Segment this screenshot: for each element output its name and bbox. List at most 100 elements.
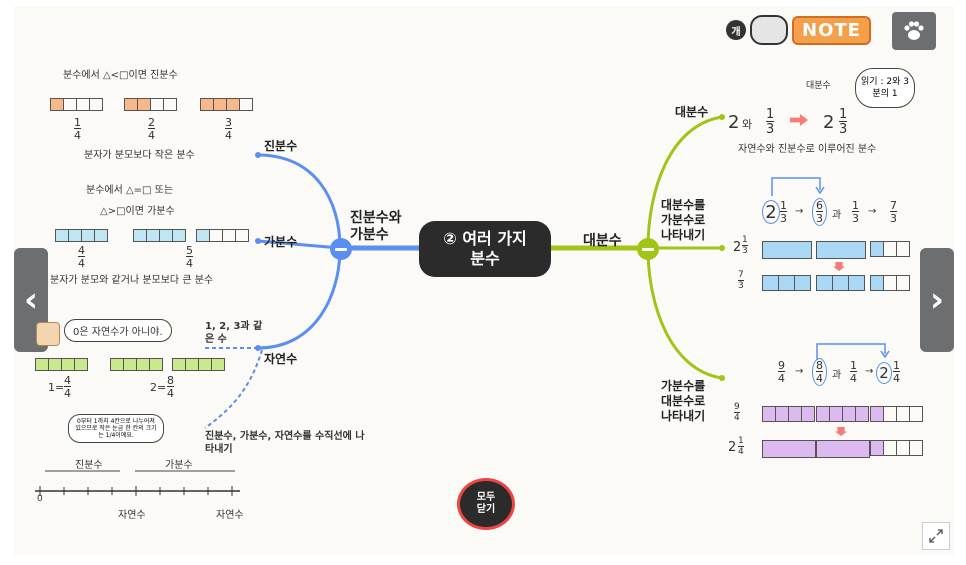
center-node[interactable]: ② 여러 가지 분수 [419,221,551,277]
to-mixed-and: 과 [832,366,841,381]
to-mixed-row2-whole: 2 [728,440,736,455]
to-mixed-arrow2: → [865,366,873,377]
center-line1: ② 여러 가지 [443,229,527,249]
numberline-title: 진분수, 가분수, 자연수를 수직선에 나타내기 [205,430,365,456]
improper-fraction-label[interactable]: 가분수 [264,233,297,250]
to-mixed-row2-bar-3 [870,440,922,456]
collapse-left-button[interactable] [330,238,352,260]
to-mixed-row2-bar-2 [816,440,870,458]
improper-bar-1 [55,229,107,242]
next-page-button[interactable]: › [920,248,954,352]
mixed-small-label: 대분수 [806,78,831,91]
improper-bar-2b [196,229,248,242]
mixed-bubble: 읽기 : 2와 3분의 1 [855,68,915,108]
to-improper-row2-bar-3 [870,275,909,291]
expand-icon [928,528,944,544]
paw-icon [902,20,926,42]
branch-left-label[interactable]: 진분수와 가분수 [350,210,402,244]
natural-examples: 1, 2, 3과 같은 수 [205,320,265,346]
to-improper-label[interactable]: 대분수를 가분수로 나타내기 [661,198,719,243]
numberline-bubble: 0부터 1까지 4칸으로 나누어져 있으므로 작은 눈금 한 칸의 크기는 1/… [68,414,164,443]
logo-badge: 개 [726,20,746,40]
to-improper-bracket [770,174,830,198]
close-all-line1: 모두 [477,492,495,504]
to-improper-and: 과 [832,206,841,221]
mixed-expr-whole: 2 [728,112,739,133]
improper-rule-2: △>□이면 가분수 [100,202,175,217]
to-improper-whole: 2 [762,200,780,224]
proper-desc: 분자가 분모보다 작은 분수 [84,146,195,161]
app-logo: 개 NOTE [726,15,871,45]
proper-bar-1 [50,98,102,111]
improper-rule-1: 분수에서 △=□ 또는 [86,181,173,196]
natural-bar-2a [110,358,162,371]
proper-fraction-label[interactable]: 진분수 [264,137,297,154]
numberline-natural-1: 자연수 [118,506,146,521]
to-mixed-row1-frac: 94 [734,403,740,423]
center-line2: 분수 [470,249,499,269]
to-mixed-row2-bar-1 [762,440,816,458]
to-mixed-result-whole: 2 [876,362,892,384]
to-improper-row1-bar-2 [816,241,866,259]
logo-text: NOTE [792,16,871,45]
close-all-button[interactable]: 모두 닫기 [457,478,515,530]
to-mixed-arrow: → [795,366,803,377]
mixed-result-whole: 2 [823,112,834,133]
natural-bubble: 0은 자연수가 아니야. [64,319,172,342]
natural-number-label[interactable]: 자연수 [264,350,297,367]
branch-right-label[interactable]: 대분수 [583,230,622,250]
to-improper-row1-bar-3 [870,241,909,257]
natural-eq2-left: 2= [150,381,166,394]
to-improper-row2-bar-1 [762,275,810,291]
natural-bar-2b [172,358,224,371]
to-improper-arrow: → [795,206,803,217]
left-curve-line [258,155,340,348]
to-improper-row1-bar-1 [762,241,812,259]
numberline-natural-2: 자연수 [216,506,244,521]
improper-bar-2a [133,229,185,242]
to-improper-row1-whole: 2 [733,240,741,255]
number-line [35,465,245,505]
to-mixed-row1-bar-1 [762,406,814,422]
hand-icon [36,322,60,346]
proper-bar-2 [124,98,176,111]
to-mixed-row1-bar-2 [816,406,868,422]
proper-bar-3 [200,98,252,111]
numberline-zero: 0 [37,494,43,504]
to-improper-arrow2: → [868,206,876,217]
improper-desc: 분자가 분모와 같거나 분모보다 큰 분수 [50,271,213,286]
mixed-desc: 자연수와 진분수로 이루어진 분수 [738,140,876,155]
natural-bar-1 [35,358,87,371]
mixed-number-label[interactable]: 대분수 [675,103,708,120]
fullscreen-button[interactable] [922,522,950,550]
mixed-expr-and: 와 [742,116,752,132]
to-mixed-row1-bar-3 [870,406,922,422]
proper-rule: 분수에서 △<□이면 진분수 [63,66,178,81]
close-all-line2: 닫기 [477,504,495,516]
paw-button[interactable] [892,12,936,50]
collapse-right-button[interactable] [637,238,659,260]
to-improper-row2-bar-2 [816,275,864,291]
to-mixed-label[interactable]: 가분수를 대분수로 나타내기 [661,379,719,424]
dog-face-icon [750,15,788,45]
natural-eq1-left: 1= [48,381,64,394]
